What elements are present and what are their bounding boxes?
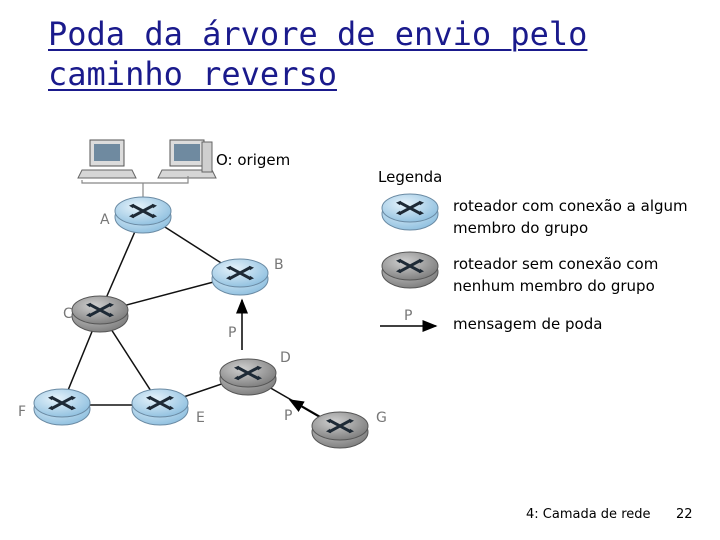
prune-label: P	[284, 408, 292, 424]
lan-connection	[81, 176, 189, 200]
prune-message-d-to-b: P	[228, 298, 248, 350]
source-computer-icon	[157, 139, 217, 179]
router-e-label: E	[196, 410, 205, 426]
prune-label: P	[228, 325, 236, 341]
router-c-label: C	[63, 306, 73, 322]
source-label: O: origem	[216, 151, 290, 169]
router-b	[211, 258, 269, 296]
legend-connected-router-icon	[381, 193, 439, 231]
router-f-label: F	[18, 404, 26, 420]
slide-title-line-2: caminho reverso	[48, 55, 337, 93]
legend-prune-arrow-icon: P	[380, 308, 438, 332]
slide-title: Poda da árvore de envio pelo caminho rev…	[48, 14, 587, 94]
legend-unconnected-router-icon	[381, 251, 439, 289]
router-a-label: A	[100, 212, 110, 228]
router-b-label: B	[274, 257, 284, 273]
legend-unconnected-label: roteador sem conexão com nenhum membro d…	[453, 255, 659, 295]
legend-connected-label: roteador com conexão a algum membro do g…	[453, 197, 688, 237]
router-c	[71, 295, 129, 333]
router-d-label: D	[280, 350, 291, 366]
source-computer-icon	[77, 139, 137, 179]
router-a	[114, 196, 172, 234]
slide-title-line-1: Poda da árvore de envio pelo	[48, 15, 588, 53]
legend-prune-label: mensagem de poda	[453, 315, 603, 333]
footer-chapter: 4: Camada de rede	[526, 507, 651, 522]
legend-heading: Legenda	[378, 168, 443, 186]
router-g	[311, 411, 369, 449]
router-e	[131, 388, 189, 426]
router-f	[33, 388, 91, 426]
router-d	[219, 358, 277, 396]
footer-page-number: 22	[676, 507, 693, 522]
router-g-label: G	[376, 410, 387, 426]
legend-prune-letter: P	[404, 308, 412, 324]
